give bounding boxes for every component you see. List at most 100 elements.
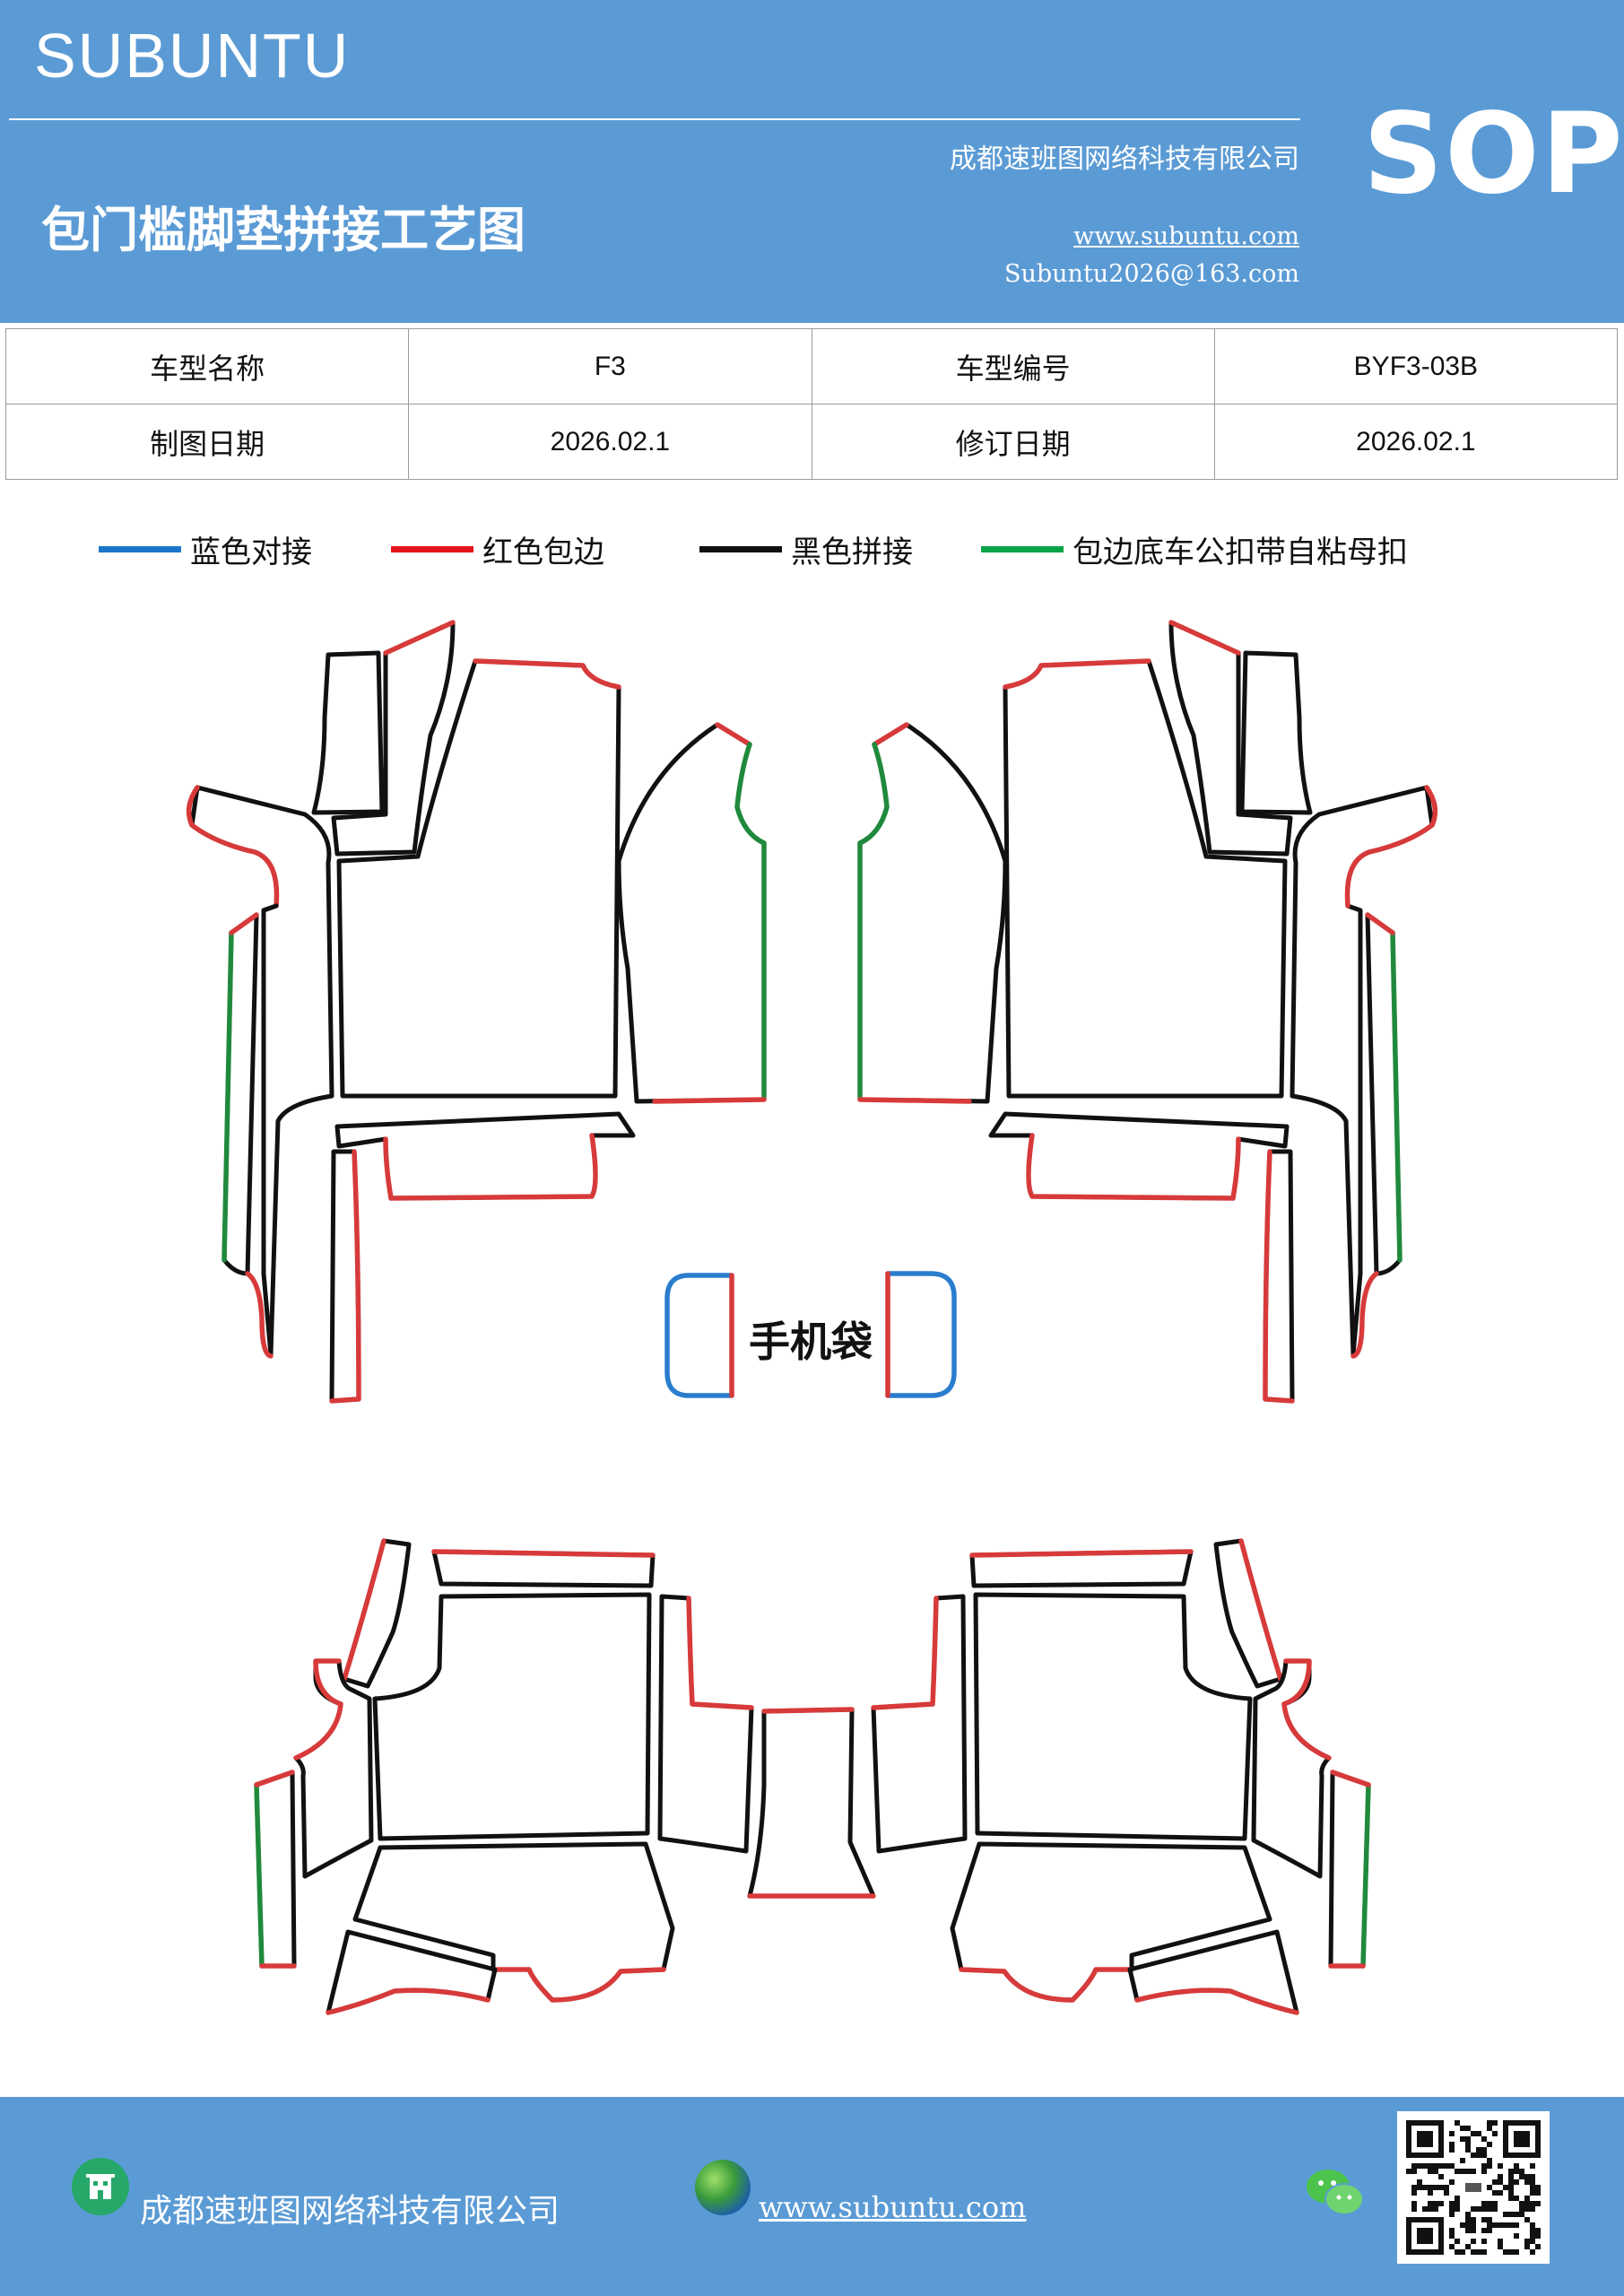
edge-segment — [293, 1658, 343, 1761]
model-name-label: 车型名称 — [4, 328, 410, 404]
edge-segment — [229, 912, 259, 935]
edge-segment — [715, 722, 752, 747]
legend-item-red: 红色包边 — [391, 527, 604, 571]
draw-date-value: 2026.02.1 — [408, 404, 812, 480]
page-title: 包门槛脚垫拼接工艺图 — [41, 202, 525, 258]
phone-pocket-label: 手机袋 — [749, 1318, 873, 1366]
table-row: 制图日期 2026.02.1 修订日期 2026.02.1 — [4, 404, 1619, 480]
edge-segment — [1344, 785, 1438, 909]
footer-company-name: 成都速班图网络科技有限公司 — [140, 2193, 560, 2230]
edge-segment — [261, 903, 279, 1079]
building-icon — [72, 2158, 129, 2215]
edge-segment — [342, 1538, 386, 1682]
qr-code — [1397, 2111, 1550, 2264]
edge-segment — [1390, 930, 1403, 1263]
edge-segment — [383, 620, 456, 656]
edge-segment — [1238, 1538, 1283, 1682]
legend-item-blue: 蓝色对接 — [99, 527, 312, 571]
rear-left-mat-group — [254, 1538, 754, 2015]
mat-piece — [973, 1592, 1253, 1841]
edge-segment — [254, 1770, 297, 1969]
mat-piece — [1239, 650, 1313, 815]
edge-segment — [1003, 658, 1151, 690]
footer-website-link[interactable]: www.subuntu.com — [759, 2190, 1027, 2224]
edge-segment — [473, 658, 621, 690]
sop-badge: SOP — [1363, 90, 1624, 219]
edge-segment — [872, 722, 909, 747]
mat-piece — [747, 1707, 876, 1899]
edge-segment — [652, 1097, 767, 1104]
edge-segment — [1134, 1987, 1299, 2015]
revision-date-label: 修订日期 — [811, 404, 1215, 480]
legend-swatch — [99, 546, 181, 552]
front-left-mat-group — [186, 620, 767, 1404]
mat-piece — [372, 1592, 652, 1841]
center-tunnel-mat — [747, 1707, 876, 1899]
edge-segment — [734, 742, 767, 1099]
legend-item-green: 包边底车公扣带自粘母扣 — [981, 527, 1408, 571]
website-link[interactable]: www.subuntu.com — [1073, 222, 1299, 250]
edge-segment — [431, 1549, 656, 1558]
front-right-mat-group — [857, 620, 1438, 1404]
edge-segment — [969, 1549, 1194, 1558]
edge-segment — [1263, 1149, 1295, 1404]
mat-piece — [1168, 620, 1293, 857]
edge-segment — [491, 1967, 666, 2003]
edge-segment — [326, 1987, 491, 2015]
edge-segment — [1026, 1133, 1241, 1201]
legend-swatch — [981, 546, 1064, 552]
edge-segment — [1360, 1782, 1371, 1969]
edge-segment — [245, 1271, 274, 1359]
mat-piece — [311, 650, 385, 815]
legend-label: 黑色拼接 — [791, 535, 913, 570]
mat-piece — [1290, 785, 1435, 1357]
email-address: Subuntu2026@163.com — [1004, 260, 1299, 288]
model-code-label: 车型编号 — [811, 328, 1215, 404]
legend-item-black: 黑色拼接 — [699, 527, 913, 571]
mat-piece — [293, 1658, 374, 1879]
edge-segment — [857, 1097, 972, 1104]
rear-right-mat-group — [871, 1538, 1371, 2015]
mat-piece — [950, 1841, 1272, 2003]
model-code-value: BYF3-03B — [1213, 328, 1619, 404]
edge-segment — [885, 1271, 957, 1398]
brand-name: SUBUNTU — [34, 21, 351, 91]
table-row: 车型名称 F3 车型编号 BYF3-03B — [4, 328, 1619, 404]
mat-piece — [657, 1594, 754, 1854]
mat-piece — [334, 1111, 636, 1201]
edge-segment — [221, 930, 234, 1263]
edge-segment — [1350, 1271, 1379, 1359]
mat-piece — [1127, 1929, 1299, 2015]
edge-segment — [383, 1133, 598, 1201]
edge-segment — [1281, 1658, 1332, 1761]
edge-segment — [959, 1967, 1134, 2003]
legend-swatch — [699, 546, 782, 552]
edge-segment — [857, 742, 890, 1099]
globe-icon — [695, 2160, 751, 2215]
color-legend: 蓝色对接 红色包边 黑色拼接 包边底车公扣带自粘母扣 — [0, 527, 1624, 572]
mat-piece — [1251, 1658, 1332, 1879]
phone-pocket — [664, 1271, 957, 1398]
draw-date-label: 制图日期 — [4, 404, 410, 480]
edge-segment — [254, 1782, 265, 1969]
legend-label: 红色包边 — [482, 535, 604, 570]
edge-segment — [1365, 912, 1395, 935]
header-divider — [9, 118, 1300, 120]
wechat-icon — [1305, 2167, 1364, 2219]
header-banner: SUBUNTU 成都速班图网络科技有限公司 包门槛脚垫拼接工艺图 www.sub… — [0, 0, 1624, 323]
company-name: 成都速班图网络科技有限公司 — [950, 144, 1299, 175]
mat-piece — [871, 1594, 968, 1854]
edge-segment — [186, 785, 280, 909]
model-name-value: F3 — [408, 328, 812, 404]
mat-piece — [988, 1111, 1290, 1201]
footer-banner: 成都速班图网络科技有限公司 www.subuntu.com — [0, 2097, 1624, 2296]
edge-segment — [329, 1149, 361, 1404]
legend-label: 包边底车公扣带自粘母扣 — [1073, 535, 1408, 570]
legend-label: 蓝色对接 — [190, 535, 312, 570]
legend-swatch — [391, 546, 473, 552]
vehicle-info-table: 车型名称 F3 车型编号 BYF3-03B 制图日期 2026.02.1 修订日… — [4, 328, 1619, 480]
edge-segment — [747, 1707, 876, 1899]
mat-piece — [326, 1929, 498, 2015]
mat-piece — [352, 1841, 675, 2003]
